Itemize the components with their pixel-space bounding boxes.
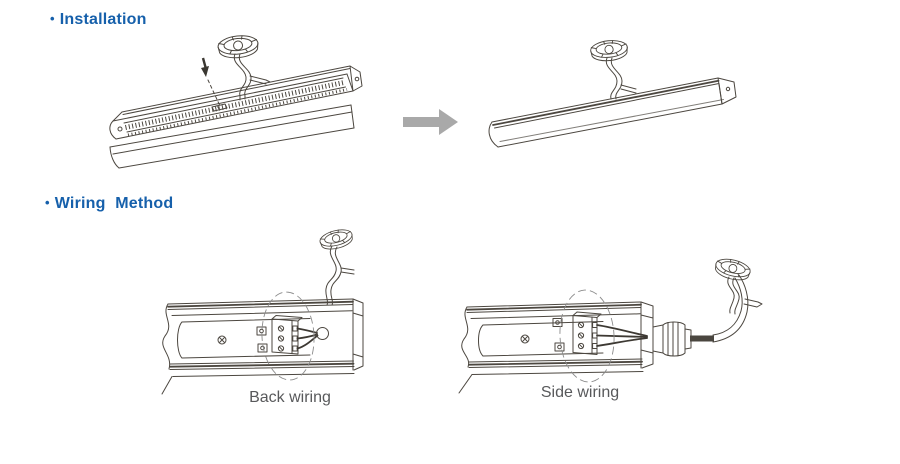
installation-heading-label: Installation: [59, 11, 147, 28]
installation-after-drawing: [488, 38, 737, 148]
bullet-icon: •: [45, 195, 50, 210]
side-wiring-label: Side wiring: [540, 384, 620, 401]
wiring-method-heading: • Wiring Method: [45, 195, 173, 213]
ceiling-canopy-icon: [216, 33, 260, 61]
back-wiring-label: Back wiring: [249, 389, 331, 406]
bullet-icon: •: [50, 11, 55, 26]
ceiling-canopy-icon: [589, 38, 629, 63]
ceiling-canopy-icon: [712, 255, 753, 284]
back-wiring-drawing: [161, 226, 364, 395]
installation-before-drawing: [109, 33, 363, 169]
arrow-right-icon: [403, 109, 458, 135]
installation-heading: • Installation: [50, 11, 147, 29]
side-wiring-drawing: [458, 255, 763, 394]
wiring-method-heading-label: Wiring Method: [54, 195, 174, 212]
